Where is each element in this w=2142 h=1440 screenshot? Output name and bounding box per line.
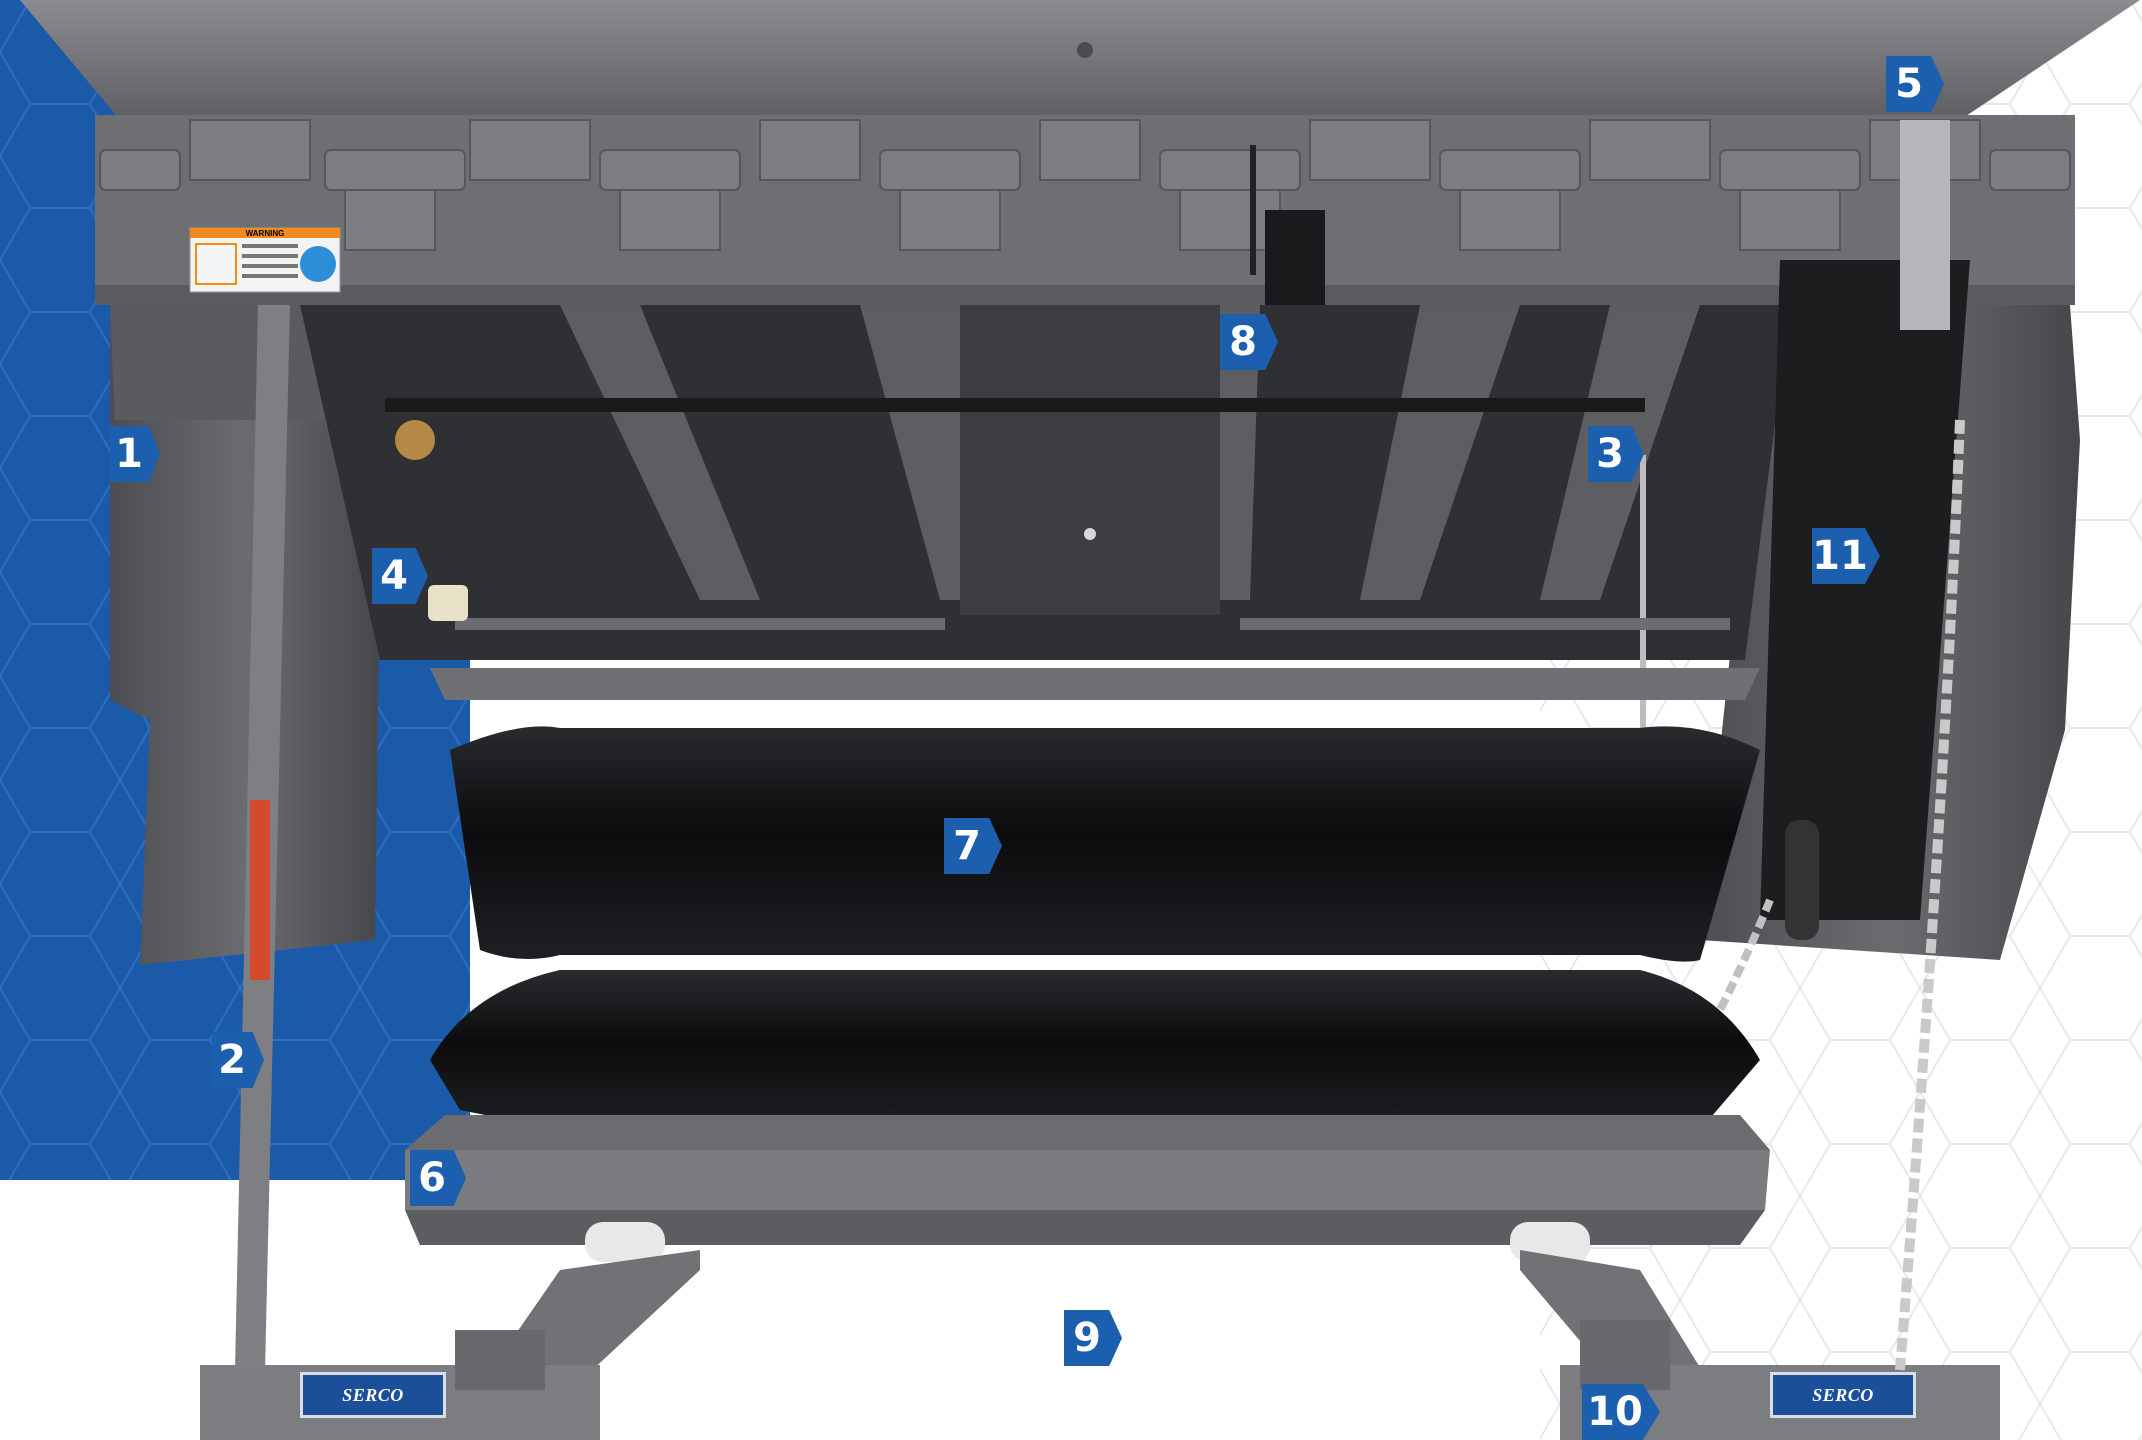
lift-spring bbox=[1785, 820, 1819, 940]
callout-2: 2 bbox=[212, 1032, 264, 1088]
serco-logo-right-text: SERCO bbox=[1812, 1384, 1874, 1405]
callout-9: 9 bbox=[1064, 1310, 1122, 1366]
callout-11-label: 11 bbox=[1812, 533, 1868, 579]
lower-airbag bbox=[430, 970, 1760, 1130]
strut-decal bbox=[250, 800, 270, 980]
callout-2-label: 2 bbox=[218, 1037, 246, 1083]
left-toe-guard bbox=[110, 305, 380, 965]
callout-5: 5 bbox=[1886, 56, 1944, 112]
callout-7-label: 7 bbox=[953, 823, 981, 869]
safety-chain bbox=[1640, 455, 1646, 755]
warning-decal-text: WARNING bbox=[246, 229, 285, 238]
callout-1-label: 1 bbox=[115, 431, 143, 477]
serco-logo-right: SERCO bbox=[1770, 1372, 1916, 1418]
hinge-clevis bbox=[1900, 120, 1950, 330]
callout-4: 4 bbox=[372, 548, 428, 604]
deck-plate bbox=[20, 0, 2140, 120]
bag-lower-frame bbox=[405, 1150, 1770, 1210]
roller bbox=[428, 585, 468, 621]
callout-6-label: 6 bbox=[418, 1155, 446, 1201]
callout-10: 10 bbox=[1582, 1384, 1660, 1440]
callout-7: 7 bbox=[944, 818, 1002, 874]
serco-logo-left-text: SERCO bbox=[342, 1384, 404, 1405]
lip-shaft bbox=[385, 398, 1645, 412]
spring-assembly bbox=[395, 420, 435, 460]
deck-bolt bbox=[1077, 42, 1093, 58]
warning-decal: WARNING bbox=[189, 227, 341, 293]
left-roller bbox=[585, 1222, 665, 1262]
callout-8: 8 bbox=[1220, 314, 1278, 370]
callout-1: 1 bbox=[110, 426, 160, 482]
callout-9-label: 9 bbox=[1073, 1315, 1101, 1361]
callout-3-label: 3 bbox=[1596, 431, 1624, 477]
side-bracket bbox=[1760, 260, 1970, 920]
callout-3: 3 bbox=[1588, 426, 1644, 482]
right-chain bbox=[1895, 419, 1965, 1371]
callout-4-label: 4 bbox=[380, 553, 408, 599]
upper-airbag bbox=[450, 726, 1760, 962]
callout-10-label: 10 bbox=[1587, 1389, 1643, 1435]
callout-6: 6 bbox=[410, 1150, 466, 1206]
callout-5-label: 5 bbox=[1895, 61, 1923, 107]
callout-11: 11 bbox=[1812, 528, 1880, 584]
callout-8-label: 8 bbox=[1229, 319, 1257, 365]
hinge-row bbox=[99, 119, 2071, 251]
bag-upper-tray bbox=[430, 668, 1760, 700]
serco-logo-left: SERCO bbox=[300, 1372, 446, 1418]
